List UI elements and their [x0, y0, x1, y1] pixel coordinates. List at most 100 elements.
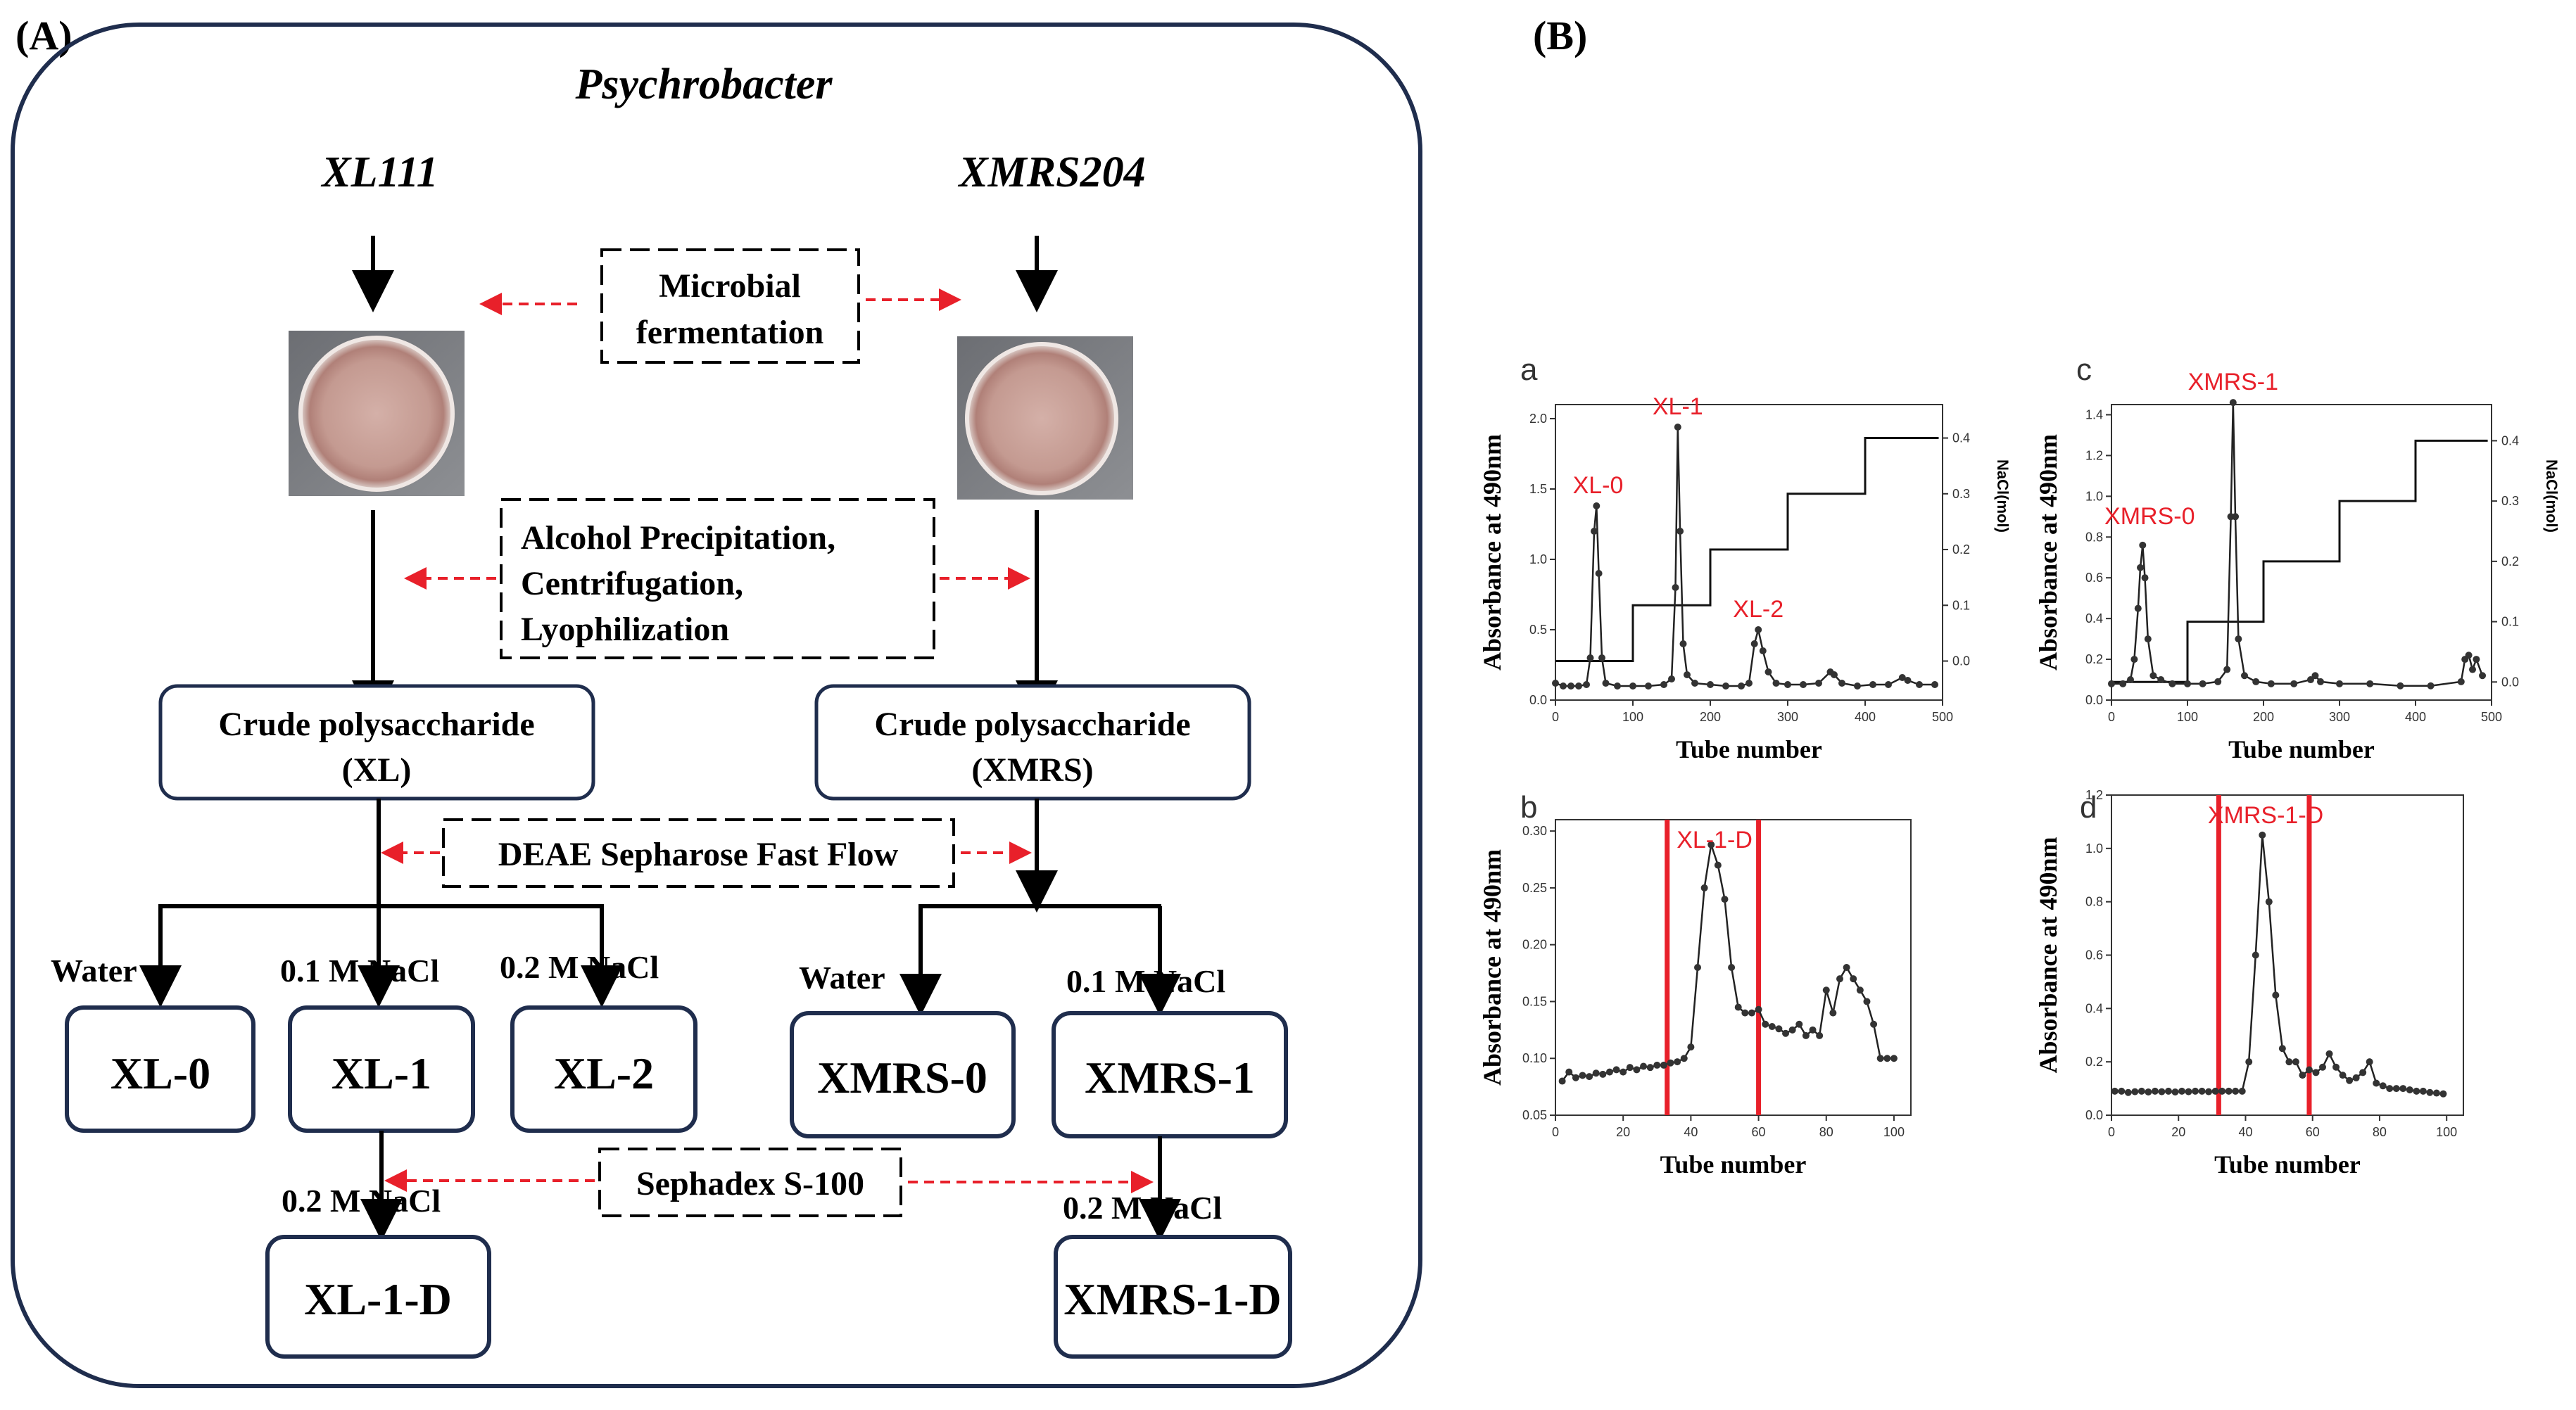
final-box-xmrs1d — [1054, 1235, 1292, 1359]
chart-d-letter: d — [2080, 790, 2097, 825]
data-point — [1802, 1031, 1810, 1039]
data-point — [1795, 1020, 1803, 1028]
data-point — [2332, 1063, 2340, 1071]
data-point — [2178, 1087, 2185, 1095]
peak-label: XL-1-D — [1677, 827, 1753, 853]
data-point — [1775, 1025, 1783, 1033]
data-point — [2111, 1087, 2119, 1095]
x-tick-label: 300 — [2329, 710, 2350, 724]
x-tick-label: 200 — [1700, 710, 1721, 724]
y-tick-label: 0.0 — [2085, 693, 2103, 707]
x-tick-label: 100 — [2436, 1125, 2457, 1139]
data-point — [1552, 680, 1559, 687]
eluent-water-right: Water — [799, 960, 885, 996]
step-precipitation-line2: Centrifugation, — [521, 565, 743, 602]
data-point — [2469, 666, 2476, 673]
data-point — [2399, 1085, 2407, 1093]
data-point — [2199, 680, 2206, 687]
data-point — [1667, 1059, 1674, 1067]
data-point — [2473, 656, 2480, 663]
y-axis-label: Absorbance at 490nm — [2034, 434, 2062, 671]
x-tick-label: 500 — [2481, 710, 2502, 724]
panel-a-frame — [11, 23, 1422, 1388]
data-point — [2419, 1087, 2427, 1095]
data-point — [2252, 951, 2259, 959]
nacl-gradient-line — [2111, 439, 2488, 683]
data-point — [1745, 680, 1753, 687]
data-point — [2235, 635, 2242, 643]
genus-title: Psychrobacter — [574, 61, 833, 108]
x-axis-label: Tube number — [1676, 735, 1822, 763]
data-point — [1728, 964, 1736, 971]
data-point — [1755, 1005, 1762, 1013]
x-tick-label: 100 — [1622, 710, 1643, 724]
y-tick-label: 0.8 — [2085, 530, 2103, 544]
data-point — [2158, 1088, 2166, 1095]
nacl-gradient-line — [1555, 437, 1939, 662]
fraction-xmrs0: XMRS-0 — [817, 1053, 987, 1103]
x-tick-label: 80 — [1819, 1125, 1833, 1139]
data-point — [2317, 678, 2324, 685]
x-tick-label: 0 — [1552, 1125, 1559, 1139]
fraction-xl0: XL-0 — [111, 1048, 210, 1098]
y-tick-label: 1.0 — [2085, 841, 2103, 856]
fraction-xl1: XL-1 — [332, 1048, 431, 1098]
data-point — [1782, 1029, 1790, 1037]
crude-box-right — [814, 684, 1251, 801]
data-point — [1822, 986, 1830, 994]
data-point — [2184, 680, 2191, 687]
data-point — [1605, 1068, 1613, 1076]
data-point — [1916, 681, 1923, 688]
data-point — [1829, 1009, 1837, 1017]
crude-right-line2: (XMRS) — [971, 751, 1093, 789]
y-tick-label: 0.0 — [2085, 1108, 2103, 1122]
y-tick-label: 1.4 — [2085, 407, 2103, 421]
data-point — [1784, 681, 1791, 688]
data-point — [2306, 676, 2314, 684]
data-point — [1691, 680, 1698, 687]
step-fermentation-line2: fermentation — [636, 314, 824, 351]
data-point — [2312, 1069, 2320, 1076]
data-point — [2406, 1086, 2413, 1093]
chart-c-letter: c — [2076, 352, 2092, 387]
y-tick-label: 0.0 — [1529, 693, 1547, 707]
data-point — [2278, 1045, 2286, 1053]
data-point — [2265, 898, 2273, 906]
data-point — [1572, 1074, 1579, 1081]
fraction-box-xl0 — [65, 1005, 255, 1133]
data-point — [2397, 682, 2404, 690]
peak-label: XL-0 — [1573, 472, 1624, 499]
data-point — [1856, 986, 1864, 994]
chart-frame — [2111, 794, 2464, 1116]
data-point — [2185, 1088, 2192, 1095]
data-point — [2223, 666, 2231, 673]
fraction-xmrs1: XMRS-1 — [1085, 1053, 1255, 1103]
y-axis-label: Absorbance at 490nm — [2034, 837, 2062, 1073]
x-tick-label: 20 — [1616, 1125, 1630, 1139]
data-point — [1768, 1023, 1776, 1030]
fraction-box-xmrs1 — [1052, 1011, 1288, 1138]
data-point — [1646, 1064, 1654, 1072]
y2-axis-label: NaCl(mol) — [2543, 459, 2561, 533]
data-point — [2241, 672, 2248, 680]
y2-tick-label: 0.4 — [1952, 431, 1970, 445]
y-tick-label: 0.15 — [1522, 994, 1547, 1008]
x-tick-label: 500 — [1932, 710, 1953, 724]
data-point — [2157, 676, 2165, 684]
data-point — [1653, 1061, 1661, 1069]
data-point — [2164, 1087, 2172, 1095]
strain-right: XMRS204 — [957, 148, 1145, 196]
y-tick-label: 1.2 — [2085, 448, 2103, 462]
data-point — [2346, 1076, 2354, 1084]
x-tick-label: 400 — [1855, 710, 1876, 724]
x-axis-label: Tube number — [2214, 1150, 2361, 1179]
data-point — [2137, 564, 2145, 571]
y-tick-label: 0.10 — [1522, 1051, 1547, 1065]
series-line — [1555, 426, 1935, 687]
data-point — [1593, 502, 1600, 509]
data-point — [1700, 884, 1708, 891]
data-point — [1854, 682, 1861, 690]
